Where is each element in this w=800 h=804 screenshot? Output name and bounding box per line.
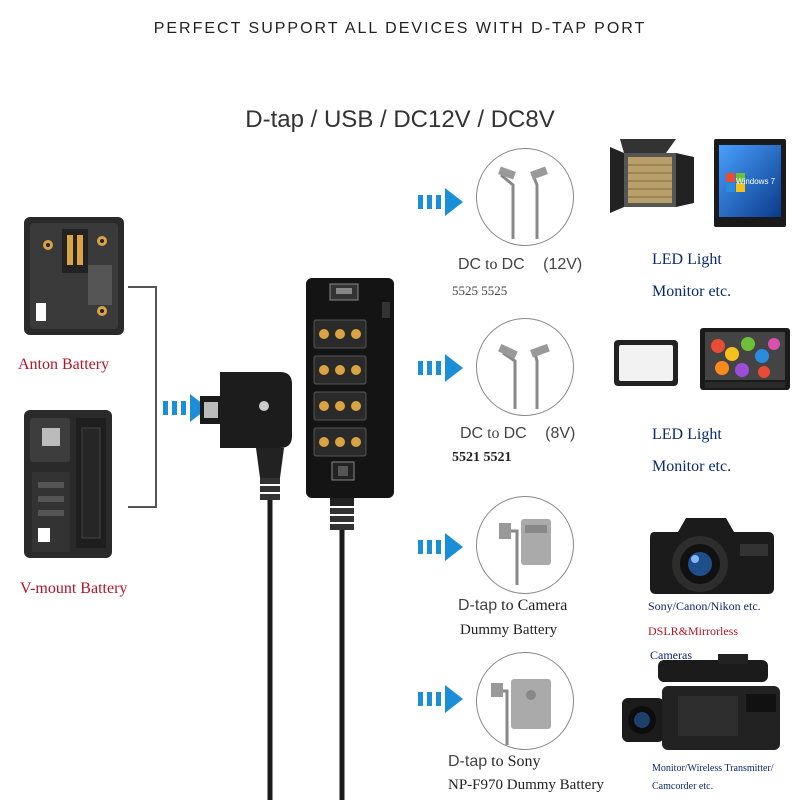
double-arrow-icon	[418, 188, 464, 216]
cable-label-4-a: D-tap	[448, 753, 488, 770]
device-label-2a: LED Light	[652, 426, 722, 443]
dc-cable-icon	[476, 148, 574, 246]
anton-battery-icon	[22, 215, 126, 337]
cable-label-2-a: DC	[460, 425, 484, 442]
cable-spec-3: Dummy Battery	[460, 622, 558, 638]
ports-title: D-tap / USB / DC12V / DC8V	[245, 106, 555, 133]
dummy-battery-icon	[476, 496, 574, 594]
device-label-1a: LED Light	[652, 251, 722, 268]
led-pocket-light-icon	[612, 338, 680, 388]
cable-label-3-a: D-tap	[458, 597, 498, 614]
d-tap-hub	[300, 276, 398, 800]
cable-label-4: D-tap to Sony	[448, 753, 540, 771]
cable-label-2-d: (8V)	[545, 425, 576, 442]
v-mount-battery-icon	[22, 408, 114, 560]
device-label-3a: Sony/Canon/Nikon etc.	[648, 599, 761, 613]
camera-icon	[648, 510, 776, 596]
double-arrow-icon	[418, 354, 464, 382]
cable-spec-2: 5521 5521	[452, 450, 512, 465]
cable-label-3: D-tap to Camera	[458, 597, 567, 615]
cable-spec-1: 5525 5525	[452, 283, 508, 298]
dc-cable-icon	[476, 318, 574, 416]
cable-label-2-b: to	[483, 425, 504, 442]
device-label-2b: Monitor etc.	[652, 458, 732, 475]
bracket-connector	[128, 286, 158, 508]
anton-battery-label: Anton Battery	[18, 356, 110, 373]
device-label-3c: Cameras	[650, 648, 692, 662]
monitor-screen-text: Windows 7	[736, 177, 776, 186]
double-arrow-icon	[418, 685, 464, 713]
monitor-icon	[712, 137, 788, 229]
double-arrow-icon	[418, 533, 464, 561]
headline: PERFECT SUPPORT ALL DEVICES WITH D-TAP P…	[153, 20, 647, 37]
cable-label-1-b: to	[481, 256, 502, 273]
d-tap-plug-icon	[200, 366, 300, 800]
device-label-3b: DSLR&Mirrorless	[648, 624, 738, 638]
field-monitor-icon	[698, 326, 792, 392]
device-label-4b: Camcorder etc.	[652, 781, 714, 792]
cable-spec-4: NP-F970 Dummy Battery	[448, 777, 604, 793]
v-mount-battery-label: V-mount Battery	[20, 580, 128, 597]
dummy-battery-icon	[476, 652, 574, 750]
cable-label-3-b: to Camera	[497, 597, 568, 614]
cable-label-2: DC to DC (8V)	[460, 425, 575, 443]
cable-label-1: DC to DC (12V)	[458, 256, 582, 274]
cable-label-4-b: to Sony	[487, 753, 541, 770]
led-panel-icon	[606, 137, 696, 223]
camcorder-icon	[618, 654, 788, 760]
device-label-4a: Monitor/Wireless Transmitter/	[652, 763, 774, 774]
cable-label-1-a: DC	[458, 256, 482, 273]
cable-label-2-c: DC	[503, 425, 527, 442]
cable-label-1-c: DC	[501, 256, 525, 273]
device-label-1b: Monitor etc.	[652, 283, 732, 300]
cable-label-1-d: (12V)	[543, 256, 583, 273]
